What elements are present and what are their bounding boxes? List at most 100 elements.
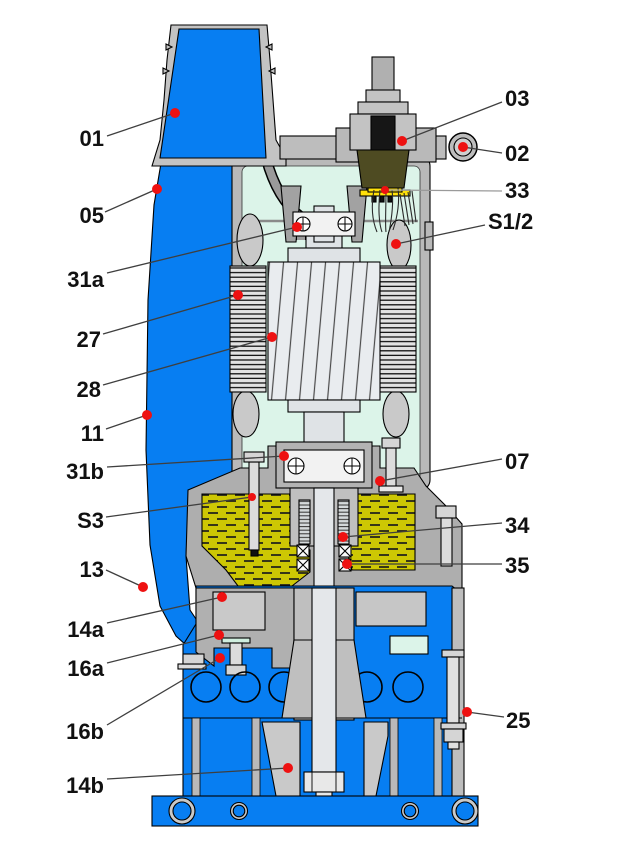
callout-33-label: 33 [505,178,529,203]
motor-lead-wires [371,187,417,233]
callout-layer: 010531a27281131bS31314a16a16b14b030233S1… [66,86,533,798]
callout-11-dot [142,410,152,420]
callout-07-dot [375,476,385,486]
thermal-protector-pin-2 [379,195,385,203]
callout-33-dot [381,186,389,194]
callout-03-line [401,101,503,142]
callout-35-dot [342,559,352,569]
stator-core-left [229,265,267,393]
bolt-25-washer-top [441,649,465,658]
callout-28-label: 28 [77,377,101,402]
callout-16b-line [106,657,221,726]
callout-S3-dot [248,493,256,501]
callout-S3-label: S3 [77,508,104,533]
bolt-25-tip [447,741,460,750]
base-feet-tubes [168,797,479,825]
callout-14a-label: 14a [67,617,104,642]
callout-14a-dot [217,592,227,602]
callout-35-label: 35 [505,553,529,578]
bolt-25-washer [440,722,467,730]
pipe-barb-l1 [165,43,174,51]
stator-core-right [379,265,417,393]
pipe-barb-r1 [264,43,273,51]
callout-16a-label: 16a [67,656,104,681]
callout-14b-line [106,767,289,780]
oil-pipe-bolt-tip [250,549,259,557]
strainer-rib-2 [251,717,261,797]
callout-31a-line [106,226,298,274]
base-stand [151,795,479,827]
volute-block-right [355,591,427,627]
bolt-25-head [443,728,464,743]
callout-07-line [379,458,503,482]
callout-31a-dot [292,222,302,232]
callout-28-line [102,336,273,386]
seal-spring-left [298,499,311,545]
oil-pipe-bolt-shaft [248,461,260,551]
callout-34-line [342,522,503,538]
strainer-rib-3 [389,717,399,797]
callout-25-dot [462,707,472,717]
bolt-16a-head [225,664,247,676]
pump-shaft-lower [311,587,337,773]
callout-31b-line [106,455,285,468]
callout-14b-label: 14b [66,773,104,798]
callout-31b-dot [279,451,289,461]
callout-28-dot [267,332,277,342]
shaft-upper [303,411,345,447]
callout-33-line [384,189,503,192]
callout-14a-line [106,596,223,624]
gland-collar-upper [357,101,409,115]
callout-27-dot [233,290,243,300]
callout-01-label: 01 [80,126,104,151]
callout-02-label: 02 [505,141,529,166]
callout-05-dot [152,184,162,194]
callout-11-label: 11 [81,421,104,446]
inspection-window [389,635,429,655]
callout-S1/2-line [395,224,486,245]
upper-bearing-ball-crosses [296,217,352,231]
callout-02-line [462,146,503,154]
callout-07-label: 07 [505,449,529,474]
callout-16b-label: 16b [66,719,104,744]
callout-16b-dot [215,653,225,663]
callout-16a-dot [214,630,224,640]
pipe-barb-r2 [267,67,276,75]
callout-25-label: 25 [506,708,530,733]
impeller-nut-facets [311,772,337,792]
callout-27-line [102,294,239,335]
bolt-25-shaft [446,656,460,724]
callout-S3-line [105,496,253,518]
winding-lower-right [382,390,410,438]
shaft-through-seals [313,487,335,589]
cable-potting [356,149,410,189]
rotor [267,261,381,401]
casing-stud-34-shaft [440,517,453,567]
callout-03-label: 03 [505,86,529,111]
gland-rubber-seal [370,115,396,153]
strainer-rib-1 [191,717,201,797]
callout-27-label: 27 [77,327,101,352]
rotor-bottom-ring [287,399,361,413]
impeller-nut [303,771,345,793]
thermal-protector-pin-3 [387,195,393,203]
callout-05-line [104,188,158,213]
oil-plug-07-washer [378,485,404,493]
callout-13-label: 13 [80,557,104,582]
callout-16a-line [106,634,220,664]
pipe-barb-l2 [162,67,171,75]
gland-sleeve [365,89,401,103]
callout-13-line [105,569,144,588]
callout-S1/2-dot [391,239,401,249]
strainer-rib-4 [433,717,443,797]
callout-34-label: 34 [505,513,530,538]
callout-25-line [466,711,505,718]
callout-34-dot [338,532,348,542]
winding-lower-left [232,390,260,438]
lower-bearing-ball-crosses [288,458,360,474]
callout-31a-label: 31a [67,267,104,292]
bolt-16b-head [182,653,205,665]
seal-spring-right [337,499,350,545]
